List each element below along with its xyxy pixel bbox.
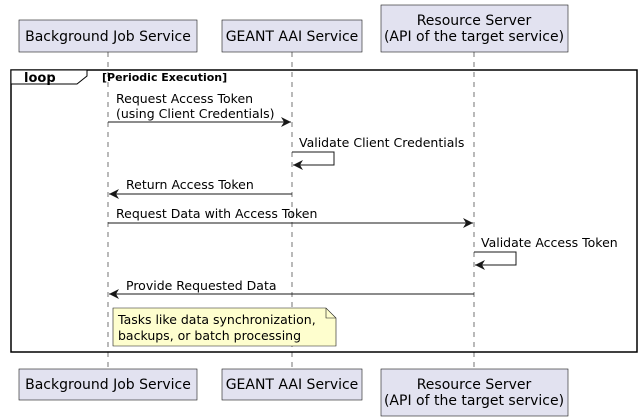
participant-label: Background Job Service <box>25 377 191 393</box>
message-request-access-token: Request Access Token (using Client Crede… <box>108 91 291 127</box>
participant-geant-aai-service-bottom: GEANT AAI Service <box>221 368 363 401</box>
message-label: Validate Access Token <box>481 235 618 250</box>
message-label: Request Access Token <box>116 91 253 106</box>
message-provide-requested-data: Provide Requested Data <box>109 278 474 299</box>
message-request-data: Request Data with Access Token <box>108 206 473 228</box>
message-label: (using Client Credentials) <box>116 106 275 121</box>
participant-label: GEANT AAI Service <box>226 377 359 393</box>
message-arrow <box>474 251 517 270</box>
note-tasks: Tasks like data synchronization, backups… <box>112 307 337 347</box>
note-line: backups, or batch processing <box>118 328 301 343</box>
message-return-access-token: Return Access Token <box>109 177 292 199</box>
participant-label: GEANT AAI Service <box>226 29 359 45</box>
participant-geant-aai-service-top: GEANT AAI Service <box>221 19 363 53</box>
participant-background-job-service-bottom: Background Job Service <box>18 368 198 401</box>
participant-resource-server-top: Resource Server (API of the target servi… <box>380 4 569 53</box>
message-arrow <box>292 151 335 170</box>
message-label: Request Data with Access Token <box>116 206 317 221</box>
participant-resource-server-bottom: Resource Server (API of the target servi… <box>380 368 569 417</box>
message-validate-access-token: Validate Access Token <box>474 235 618 270</box>
participant-sublabel: (API of the target service) <box>384 393 564 409</box>
message-label: Return Access Token <box>126 177 254 192</box>
participant-label: Background Job Service <box>25 29 191 45</box>
loop-keyword: loop <box>24 71 56 86</box>
participant-background-job-service-top: Background Job Service <box>18 19 198 53</box>
loop-condition: [Periodic Execution] <box>102 71 227 84</box>
message-label: Provide Requested Data <box>126 278 277 293</box>
note-line: Tasks like data synchronization, <box>117 312 316 327</box>
loop-frame: loop [Periodic Execution] <box>10 69 638 353</box>
message-validate-client-credentials: Validate Client Credentials <box>292 135 464 170</box>
participant-sublabel: (API of the target service) <box>384 29 564 45</box>
participant-label: Resource Server <box>417 13 532 29</box>
participant-label: Resource Server <box>417 377 532 393</box>
message-label: Validate Client Credentials <box>299 135 464 150</box>
